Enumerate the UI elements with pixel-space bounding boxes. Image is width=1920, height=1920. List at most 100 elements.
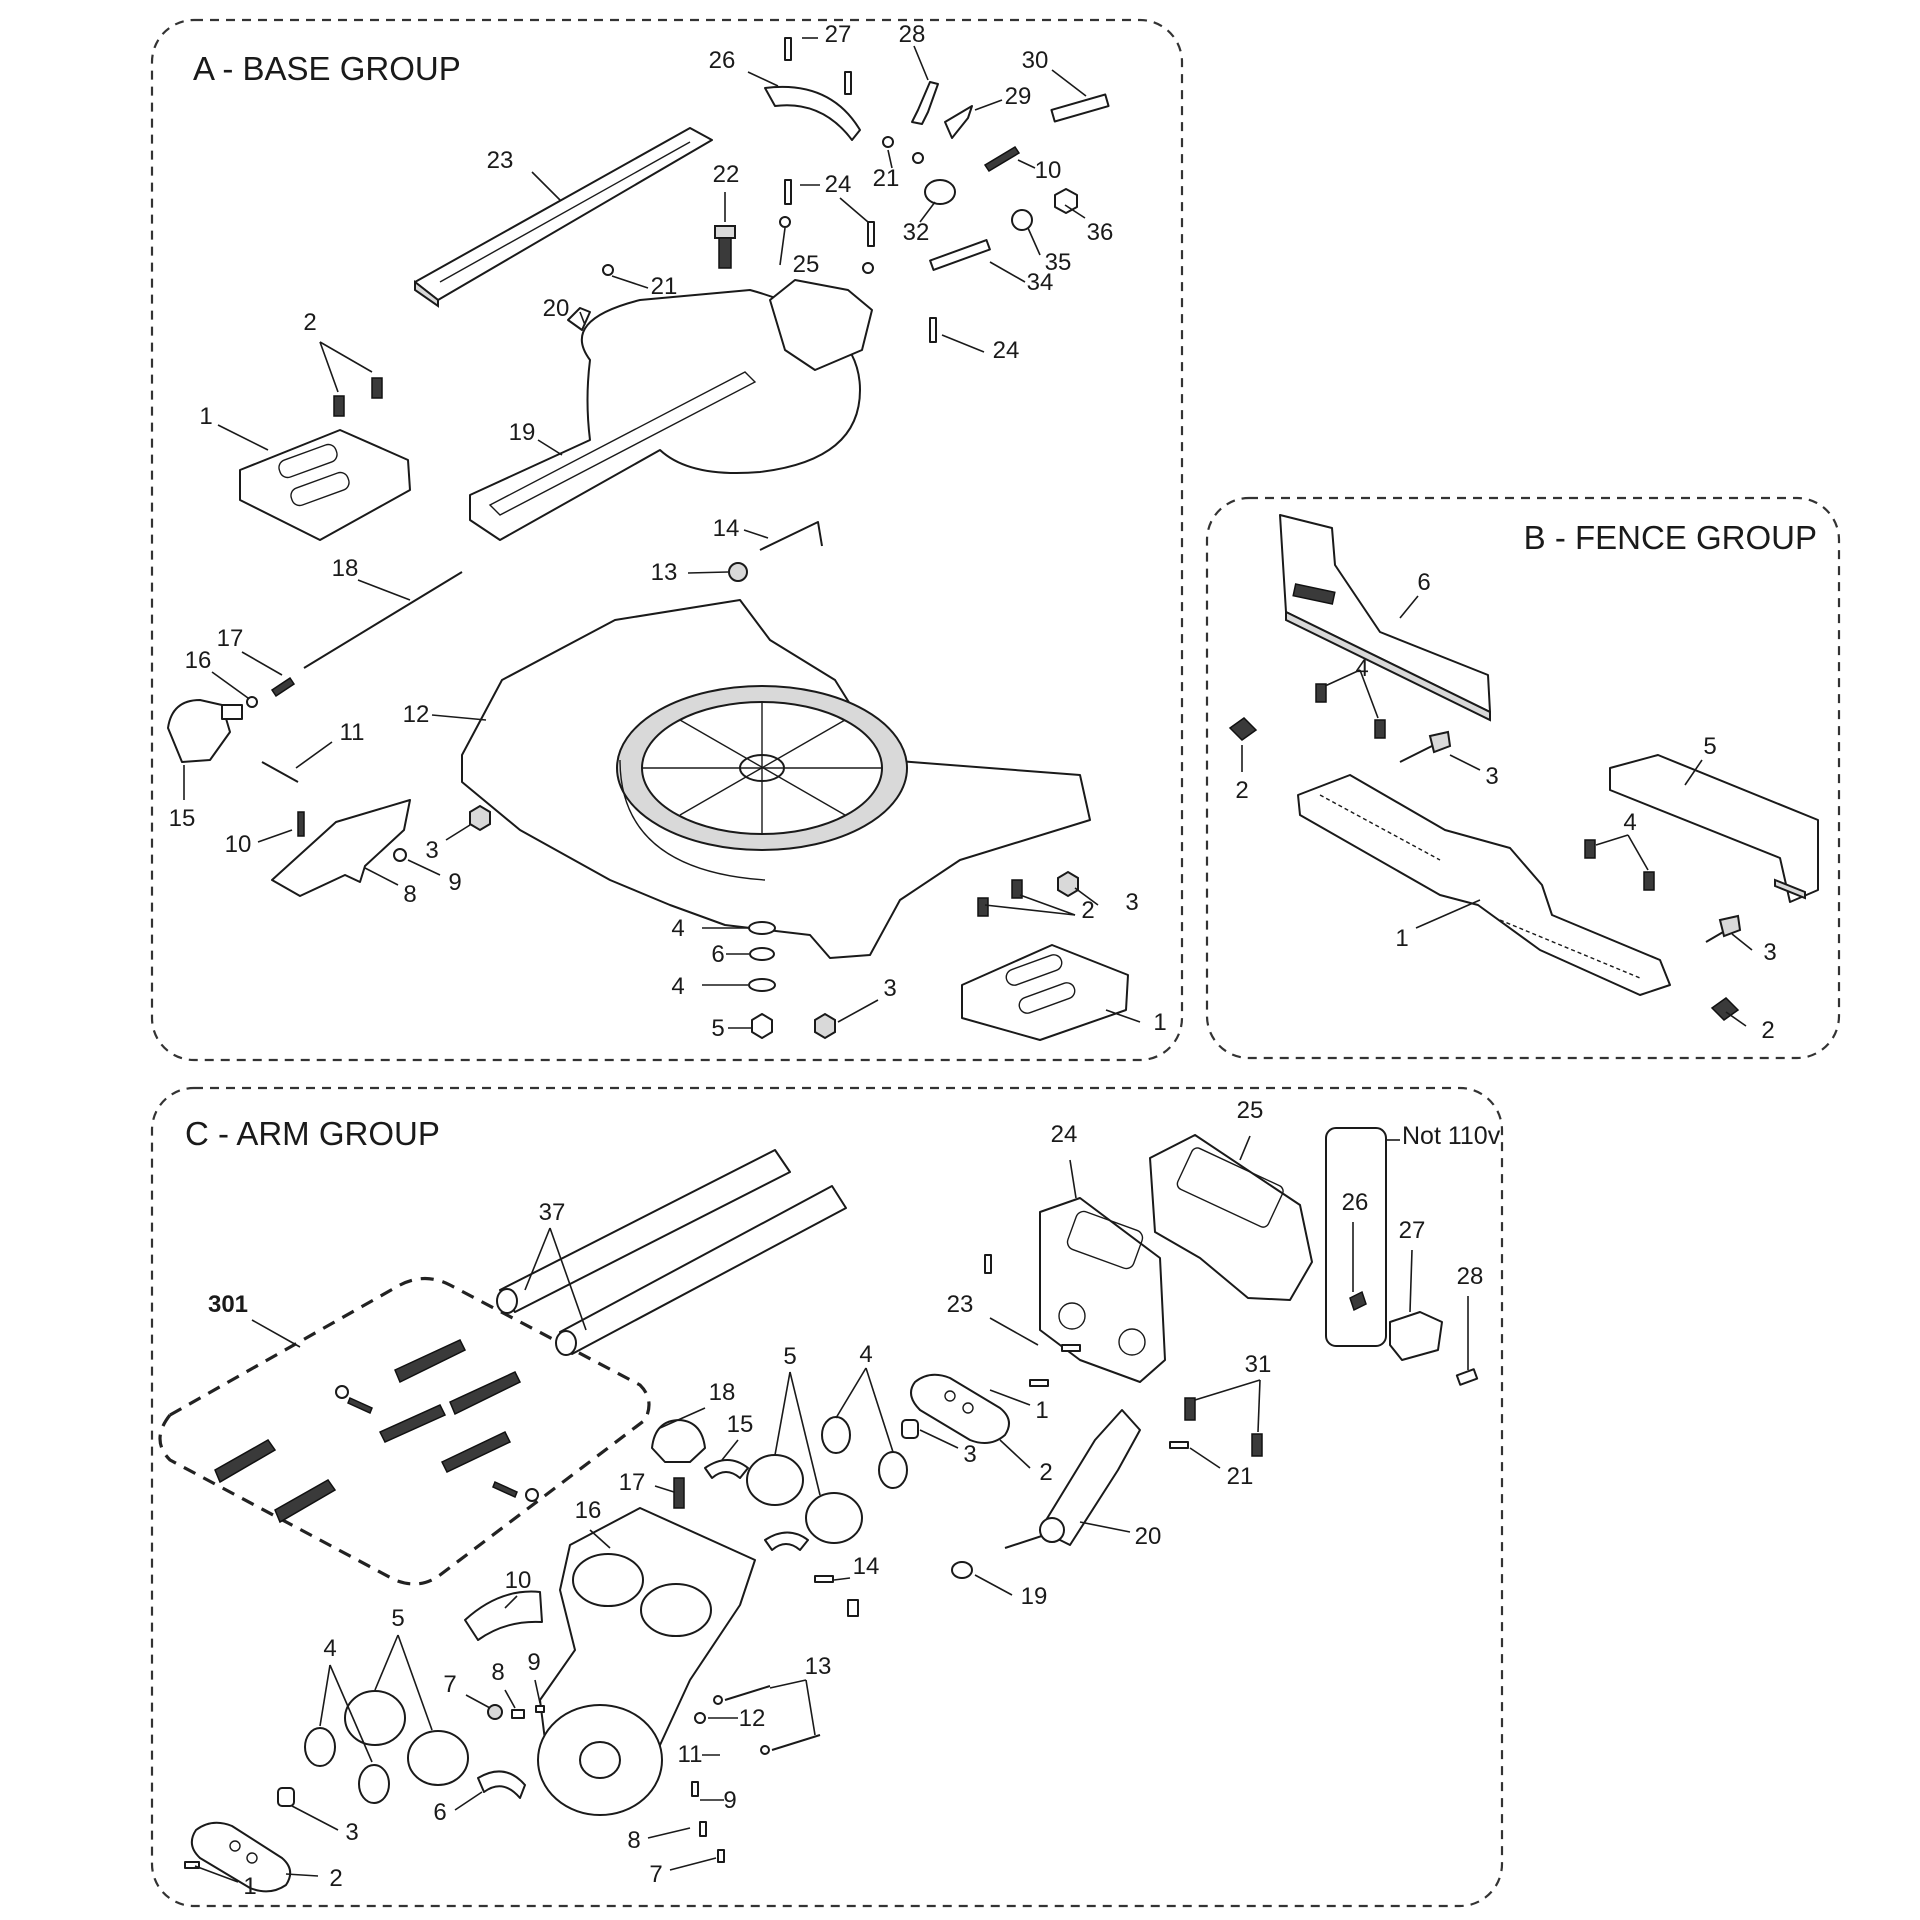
- callout-a-36: 36: [1087, 219, 1114, 246]
- fence-group-callouts: 6 4 2 3 5 4 1 3 2: [1235, 569, 1776, 1044]
- base-group-parts: [167, 37, 1129, 1041]
- callout-a-30: 30: [1022, 47, 1049, 74]
- callout-b-3-left: 3: [1485, 763, 1498, 790]
- callout-c-21: 21: [1227, 1463, 1254, 1490]
- callout-c-8-top: 8: [491, 1659, 504, 1686]
- callout-c-15: 15: [727, 1411, 754, 1438]
- callout-c-18: 18: [709, 1379, 736, 1406]
- callout-a-9: 9: [448, 869, 461, 896]
- callout-c-12: 12: [739, 1705, 766, 1732]
- callout-c-28: 28: [1457, 1263, 1484, 1290]
- callout-a-20: 20: [543, 295, 570, 322]
- callout-b-2-right: 2: [1761, 1017, 1774, 1044]
- base-group-callouts: 27 28 26 30 29 21 10 23 22 24 32 36 25 3…: [169, 21, 1167, 1042]
- callout-a-18: 18: [332, 555, 359, 582]
- callout-c-4-left: 4: [323, 1635, 336, 1662]
- callout-a-28: 28: [899, 21, 926, 48]
- callout-a-1-left: 1: [199, 403, 212, 430]
- callout-b-4-left: 4: [1355, 655, 1368, 682]
- callout-c-25: 25: [1237, 1097, 1264, 1124]
- callout-b-6: 6: [1417, 569, 1430, 596]
- callout-a-14: 14: [713, 515, 740, 542]
- callout-c-2-right: 2: [1039, 1459, 1052, 1486]
- callout-c-13: 13: [805, 1653, 832, 1680]
- callout-c-17: 17: [619, 1469, 646, 1496]
- callout-c-7-top: 7: [443, 1671, 456, 1698]
- arm-group-leaders: [194, 1135, 1469, 1883]
- callout-c-2-left: 2: [329, 1865, 342, 1892]
- arm-group-parts: [158, 1127, 1479, 1893]
- callout-b-4-right: 4: [1623, 809, 1636, 836]
- callout-a-22: 22: [713, 161, 740, 188]
- callout-a-3-left: 3: [425, 837, 438, 864]
- callout-a-3-right: 3: [1125, 889, 1138, 916]
- callout-c-11: 11: [678, 1741, 703, 1768]
- callout-b-1: 1: [1395, 925, 1408, 952]
- callout-c-5-right: 5: [783, 1343, 796, 1370]
- callout-c-8-bottom: 8: [627, 1827, 640, 1854]
- callout-b-5: 5: [1703, 733, 1716, 760]
- callout-a-21-mid: 21: [651, 273, 678, 300]
- callout-c-9-top: 9: [527, 1649, 540, 1676]
- callout-b-2-left: 2: [1235, 777, 1248, 804]
- arm-group-callouts: 24 25 26 27 28 37 301 23 1 18 5 4 15 3 2…: [208, 1097, 1501, 1900]
- callout-a-8: 8: [403, 881, 416, 908]
- not-110v-note: Not 110v: [1402, 1122, 1501, 1150]
- callout-a-1-right: 1: [1153, 1009, 1166, 1036]
- callout-a-35: 35: [1045, 249, 1072, 276]
- callout-a-26: 26: [709, 47, 736, 74]
- fence-group-frame: [1205, 496, 1841, 1060]
- callout-c-14: 14: [853, 1553, 880, 1580]
- callout-c-19: 19: [1021, 1583, 1048, 1610]
- callout-c-3-right: 3: [963, 1441, 976, 1468]
- callout-c-20: 20: [1135, 1523, 1162, 1550]
- callout-c-1-right: 1: [1035, 1397, 1048, 1424]
- callout-a-6: 6: [711, 941, 724, 968]
- callout-c-31: 31: [1245, 1351, 1272, 1378]
- callout-c-3-left: 3: [345, 1819, 358, 1846]
- callout-a-11: 11: [340, 719, 365, 746]
- callout-a-27: 27: [825, 21, 852, 48]
- callout-a-5: 5: [711, 1015, 724, 1042]
- callout-a-24-top: 24: [825, 171, 852, 198]
- callout-c-37: 37: [539, 1199, 566, 1226]
- callout-c-301: 301: [208, 1291, 248, 1318]
- callout-a-23: 23: [487, 147, 514, 174]
- callout-a-29: 29: [1005, 83, 1032, 110]
- fence-group-parts: [1228, 514, 1819, 1021]
- callout-a-25: 25: [793, 251, 820, 278]
- callout-c-27: 27: [1399, 1217, 1426, 1244]
- base-group-frame: [150, 18, 1184, 1062]
- callout-a-17: 17: [217, 625, 244, 652]
- callout-a-10-bottom: 10: [225, 831, 252, 858]
- callout-c-1-left: 1: [243, 1873, 256, 1900]
- fence-group-title: B - FENCE GROUP: [1524, 519, 1817, 556]
- callout-a-3-bottom: 3: [883, 975, 896, 1002]
- callout-a-2-bottom: 2: [1081, 897, 1094, 924]
- callout-a-19: 19: [509, 419, 536, 446]
- callout-c-23: 23: [947, 1291, 974, 1318]
- callout-c-4-right: 4: [859, 1341, 872, 1368]
- callout-c-5-left: 5: [391, 1605, 404, 1632]
- callout-b-3-right: 3: [1763, 939, 1776, 966]
- arm-group-title: C - ARM GROUP: [185, 1115, 440, 1152]
- arm-group-frame: [150, 1086, 1504, 1908]
- base-group-leaders: [183, 37, 1141, 1029]
- fence-group-leaders: [1241, 595, 1753, 1027]
- callout-c-10: 10: [505, 1567, 532, 1594]
- callout-c-9-bottom: 9: [723, 1787, 736, 1814]
- callout-a-15: 15: [169, 805, 196, 832]
- callout-a-2-top: 2: [303, 309, 316, 336]
- callout-a-13: 13: [651, 559, 678, 586]
- callout-a-32: 32: [903, 219, 930, 246]
- callout-a-21-top: 21: [873, 165, 900, 192]
- callout-c-7-bottom: 7: [649, 1861, 662, 1888]
- callout-c-26: 26: [1342, 1189, 1369, 1216]
- callout-a-12: 12: [403, 701, 430, 728]
- callout-a-4-bottom: 4: [671, 973, 684, 1000]
- callout-a-4-top: 4: [671, 915, 684, 942]
- callout-c-24: 24: [1051, 1121, 1078, 1148]
- callout-a-10-top: 10: [1035, 157, 1062, 184]
- sub-assembly-301-outline: [158, 1276, 651, 1586]
